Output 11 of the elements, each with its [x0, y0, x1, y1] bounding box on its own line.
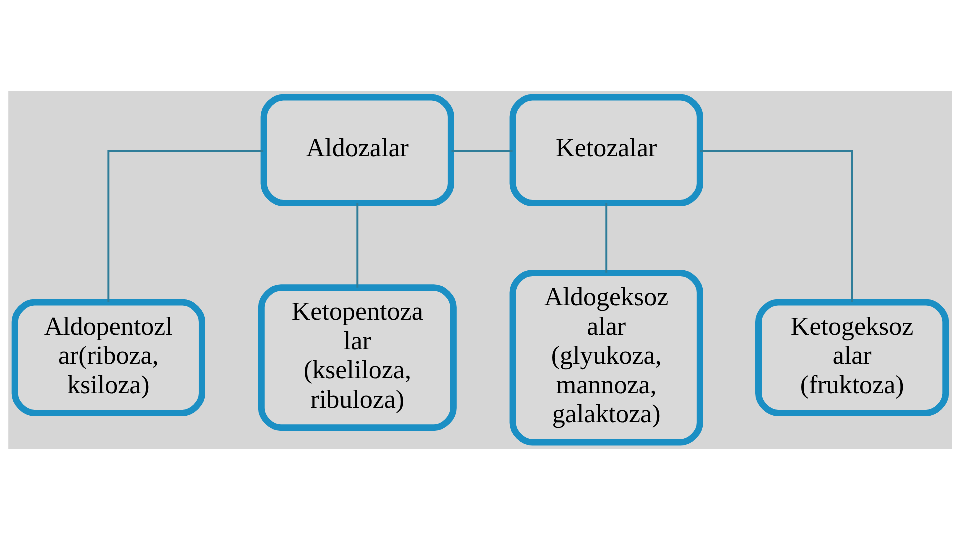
node-box: Aldogeksoz alar (glyukoza, mannoza, galaktoza) — [510, 270, 704, 446]
connector — [700, 150, 854, 302]
connector — [606, 203, 608, 273]
node-box: Ketopentoza lar (kseliloza, ribuloza) — [258, 284, 457, 432]
node-box: Ketogeksoz alar (fruktoza) — [756, 299, 950, 416]
connector — [108, 150, 264, 302]
node-box: Aldopentozl ar(riboza, ksiloza) — [12, 299, 206, 416]
connector — [356, 203, 359, 288]
node-box: Ketozalar — [510, 94, 704, 207]
node-box: Aldozalar — [260, 94, 454, 207]
connector — [452, 150, 513, 152]
